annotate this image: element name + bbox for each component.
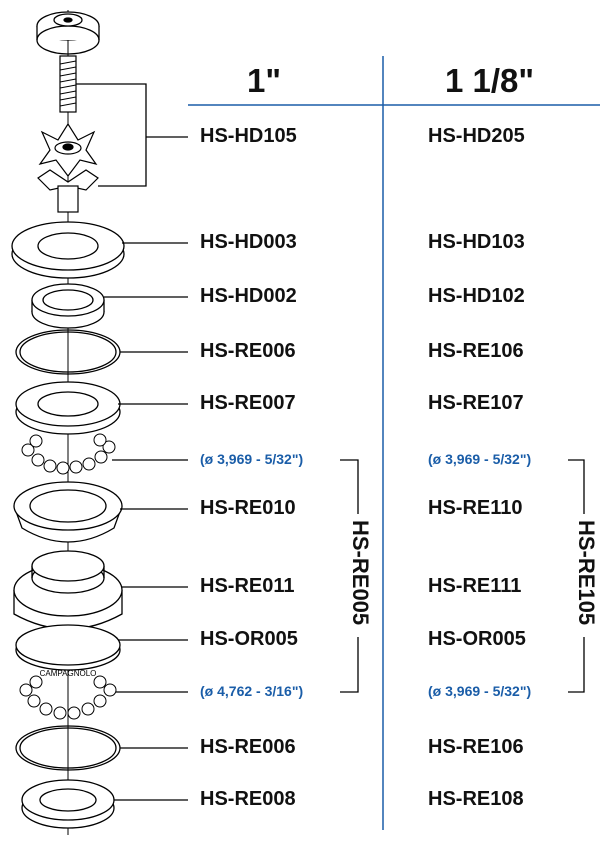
part-code-right: HS-HD205 (428, 125, 525, 147)
top-cap-part (36, 11, 100, 55)
ball-size-right: (ø 3,969 - 5/32") (428, 683, 532, 699)
group-brackets (340, 459, 585, 693)
leader-lines (76, 83, 188, 801)
part-code-left: HS-RE006 (200, 340, 296, 362)
group-label-right: HS-RE105 (574, 520, 599, 626)
headset-rings (11, 221, 125, 829)
bearing-balls-upper (21, 433, 116, 475)
part-code-right: HS-RE106 (428, 340, 524, 362)
part-code-right: HS-HD102 (428, 285, 525, 307)
ball-size-right: (ø 3,969 - 5/32") (428, 451, 532, 467)
part-code-right: HS-RE107 (428, 392, 524, 414)
part-code-right: HS-OR005 (428, 628, 526, 650)
star-nut-part (37, 122, 99, 213)
part-code-left: HS-OR005 (200, 628, 298, 650)
column-header-1-inch: 1" (247, 62, 281, 99)
engraving-text: CAMPAGNOLO (40, 669, 97, 678)
part-code-left: HS-RE010 (200, 497, 296, 519)
part-code-left: HS-HD105 (200, 125, 297, 147)
group-label-left: HS-RE005 (348, 520, 373, 626)
part-code-right: HS-HD103 (428, 231, 525, 253)
ball-size-left: (ø 4,762 - 3/16") (200, 683, 304, 699)
bearing-balls-lower (19, 675, 117, 720)
part-code-left: HS-RE007 (200, 392, 296, 414)
part-code-right: HS-RE106 (428, 736, 524, 758)
part-code-left: HS-RE008 (200, 788, 296, 810)
part-code-left: HS-RE011 (200, 575, 295, 597)
part-code-right: HS-RE111 (428, 575, 522, 597)
part-code-left: HS-RE006 (200, 736, 296, 758)
bolt-part (59, 55, 77, 113)
part-code-right: HS-RE108 (428, 788, 524, 810)
part-code-right: HS-RE110 (428, 497, 523, 519)
column-header-1-1-8-inch: 1 1/8" (445, 62, 535, 99)
ball-size-left: (ø 3,969 - 5/32") (200, 451, 304, 467)
part-code-left: HS-HD003 (200, 231, 297, 253)
part-code-left: HS-HD002 (200, 285, 297, 307)
